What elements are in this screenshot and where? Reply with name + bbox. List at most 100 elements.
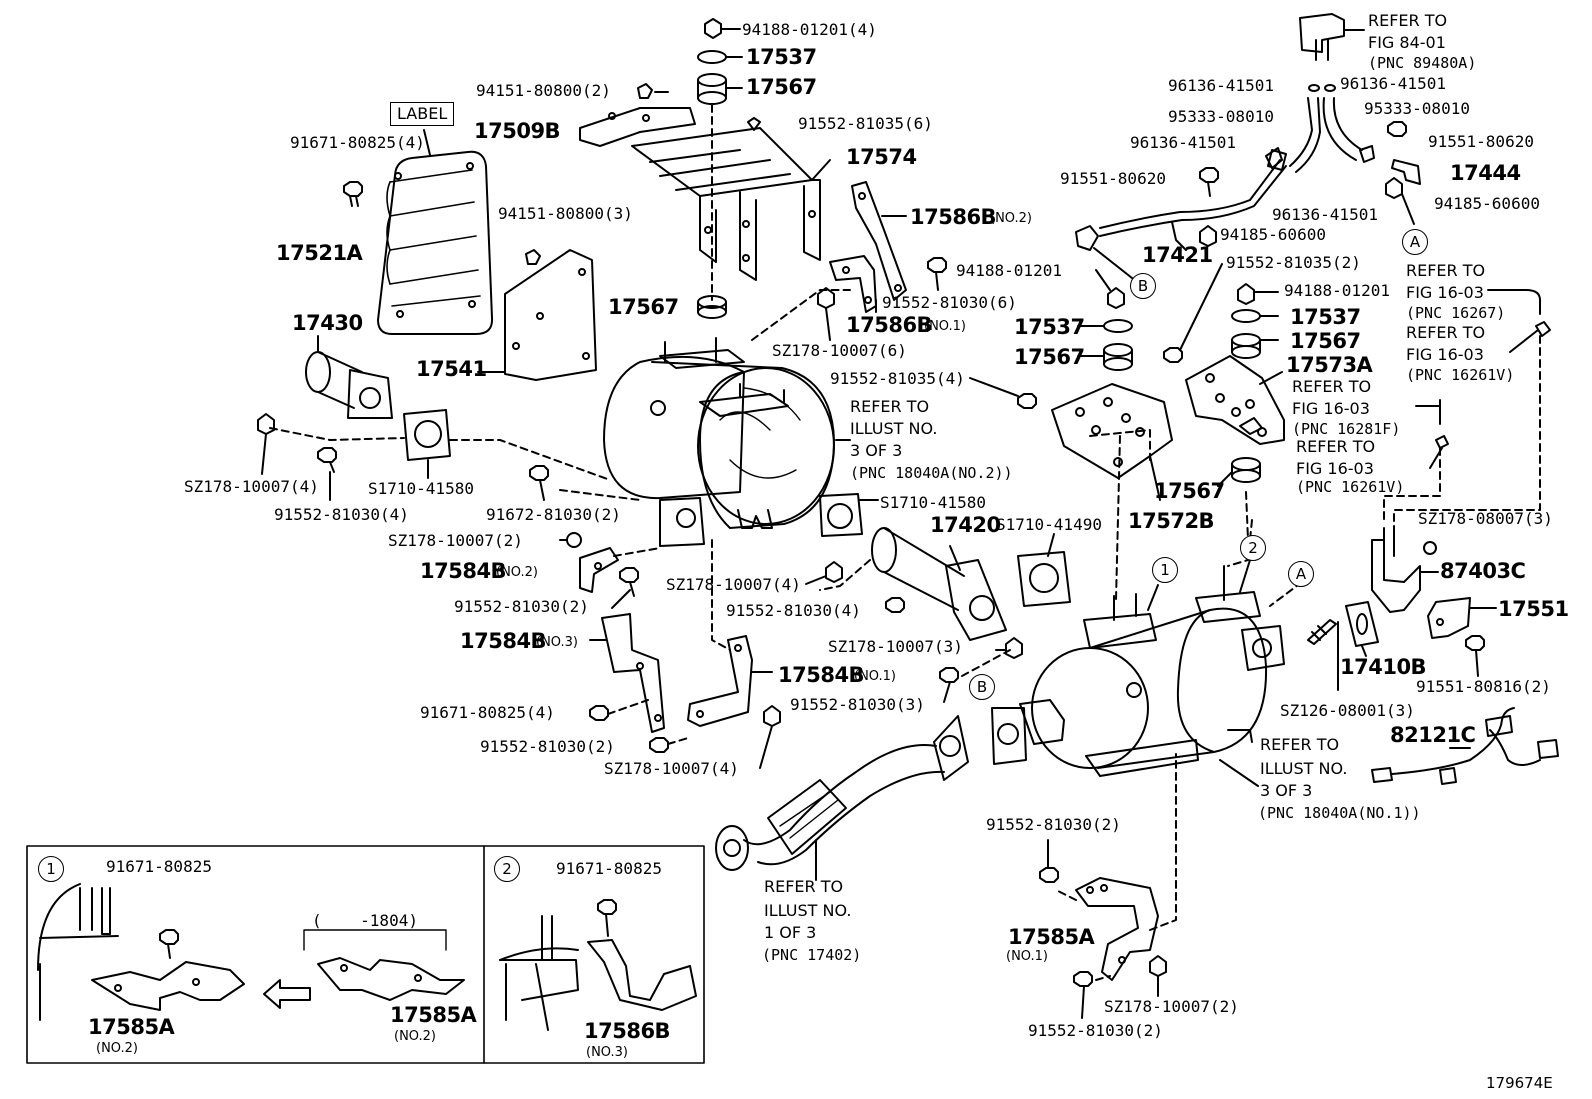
gasket-s1710-41490-drawing	[1017, 533, 1071, 607]
gasket-17410b-drawing	[1345, 601, 1379, 657]
part-96136-41501-a: 96136-41501	[1168, 76, 1274, 95]
part-91552-81030-2a: 91552-81030(2)	[454, 597, 589, 616]
inset-callout-1: 1	[38, 856, 64, 882]
inset1-17585a-left-note: (NO.2)	[96, 1041, 138, 1056]
ref-fig84-line2: FIG 84-01	[1368, 33, 1446, 52]
callout-circle-2: 2	[1240, 535, 1266, 561]
part-94185-60600-a: 94185-60600	[1220, 225, 1326, 244]
part-87403c: 87403C	[1440, 559, 1526, 583]
bracket-17509b-drawing	[579, 83, 696, 147]
part-sz178-10007-2: SZ178-10007(2)	[388, 531, 523, 550]
part-sz178-10007-2b: SZ178-10007(2)	[1104, 997, 1239, 1016]
part-17410b: 17410B	[1340, 655, 1427, 679]
bracket-89480a-drawing	[1299, 13, 1365, 61]
part-s1710-41580-left: S1710-41580	[368, 479, 474, 498]
part-17537-r: 17537	[1290, 305, 1361, 329]
washer-17537-mid-drawing	[1077, 319, 1133, 333]
part-17574: 17574	[846, 145, 917, 169]
part-17586b-no2: 17586B	[910, 205, 997, 229]
hose-95333-drawing	[1265, 84, 1375, 173]
gasket-s1710-left-drawing	[403, 409, 451, 479]
part-91552-81030-2d: 91552-81030(2)	[1028, 1021, 1163, 1040]
callout-circle-b-lower: B	[969, 674, 995, 700]
part-17584b-no1-note: (NO.1)	[854, 669, 896, 684]
part-17584b-no1: 17584B	[778, 663, 865, 687]
ref-illust-no2-line1: REFER TO	[850, 397, 930, 416]
nut-sz178-3-drawing	[995, 637, 1023, 659]
ref-fig16b-line1: REFER TO	[1406, 323, 1486, 342]
part-17573a: 17573A	[1286, 353, 1373, 377]
nut-94188-drawing	[704, 18, 741, 39]
part-17567-mid: 17567	[608, 295, 679, 319]
part-82121c: 82121C	[1390, 723, 1476, 747]
cushion-17567-top-drawing	[697, 73, 743, 105]
part-17551: 17551	[1498, 597, 1569, 621]
bolt-91552-81035-4-drawing	[969, 377, 1037, 409]
ref-fig84-line1: REFER TO	[1368, 11, 1448, 30]
wire-82121c-drawing	[1371, 707, 1559, 785]
pipe-refs-drawing	[1383, 289, 1551, 533]
part-s1710-41490: S1710-41490	[996, 515, 1102, 534]
part-94188-01201-r: 94188-01201	[1284, 281, 1390, 300]
inset2-17586b-note: (NO.3)	[586, 1045, 628, 1060]
inset1-part-91671-80825: 91671-80825	[106, 857, 212, 876]
ref-fig16d-line3: (PNC 16261V)	[1296, 478, 1405, 496]
bracket-17572b-drawing	[1051, 383, 1173, 501]
part-17584b-no2-note: (NO.2)	[496, 565, 538, 580]
inset1-range: ( -1804)	[312, 911, 418, 930]
part-17585a-no1-note: (NO.1)	[1006, 949, 1048, 964]
bolt-91552-81035-2-drawing	[1163, 263, 1223, 363]
catalyst-lower-drawing	[991, 565, 1285, 777]
bolt-91671-low-drawing	[589, 699, 649, 721]
cushion-17567-mid-drawing	[697, 295, 727, 319]
part-96136-41501-b: 96136-41501	[1340, 74, 1446, 93]
nut-94188-r-drawing	[1095, 269, 1125, 309]
bracket-17586b-no1-drawing	[829, 255, 877, 313]
inset1-17585a-left: 17585A	[88, 1015, 175, 1039]
ref-fig16c-line3: (PNC 16281F)	[1292, 420, 1401, 438]
part-s1710-41580-mid: S1710-41580	[880, 493, 986, 512]
catalyst-upper-drawing	[603, 337, 835, 547]
part-17572b: 17572B	[1128, 509, 1215, 533]
bracket-17573a-drawing	[1185, 355, 1285, 445]
inset1-drawing	[37, 883, 465, 1021]
part-17420: 17420	[930, 513, 1001, 537]
pipe-17444-drawing	[1385, 121, 1421, 225]
bolt-91671-drawing	[343, 181, 363, 207]
label-box: LABEL	[390, 102, 455, 126]
ref-illust-no1-line4: (PNC 18040A(NO.1))	[1258, 804, 1421, 822]
part-94185-60600-b: 94185-60600	[1434, 194, 1540, 213]
ref-fig16a-line3: (PNC 16267)	[1406, 304, 1506, 322]
nut-sz178-2-drawing	[559, 532, 582, 548]
ref-fig16d-line1: REFER TO	[1296, 437, 1376, 456]
part-17586b-no1: 17586B	[846, 313, 933, 337]
callout-circle-1: 1	[1152, 557, 1178, 583]
ref-illust-no2-line4: (PNC 18040A(NO.2))	[850, 464, 1013, 482]
bracket-17586b-no2-drawing	[851, 181, 907, 301]
part-91551-80620-b: 91551-80620	[1428, 132, 1534, 151]
part-91552-81035-4: 91552-81035(4)	[830, 369, 965, 388]
ref-fig16c-line2: FIG 16-03	[1292, 399, 1370, 418]
bracket-87403c-drawing	[1371, 527, 1439, 613]
part-17444: 17444	[1450, 161, 1521, 185]
frame-17574-drawing	[631, 117, 831, 281]
part-91552-81030-2b: 91552-81030(2)	[480, 737, 615, 756]
bolt-91552-81030-2a-drawing	[611, 567, 639, 609]
ref-fig16c-line1: REFER TO	[1292, 377, 1372, 396]
bracket-17584b-no2-drawing	[579, 547, 661, 593]
nut-94185-a-drawing	[1199, 225, 1217, 247]
ref-illust-13-line4: (PNC 17402)	[762, 946, 862, 964]
shield-17541-drawing	[477, 249, 597, 381]
bolt-91552-81030-2d-drawing	[1073, 971, 1111, 1019]
stud-sz126-drawing	[1307, 619, 1339, 691]
inset1-17585a-right: 17585A	[390, 1003, 477, 1027]
part-17541: 17541	[416, 357, 487, 381]
part-17567-top: 17567	[746, 75, 817, 99]
cushion-17567-r2-drawing	[1217, 457, 1261, 487]
bracket-17584b-no1-drawing	[687, 635, 773, 727]
part-17585a-no1: 17585A	[1008, 925, 1095, 949]
part-91552-81030-4-left: 91552-81030(4)	[274, 505, 409, 524]
part-sz178-10007-3: SZ178-10007(3)	[828, 637, 963, 656]
part-17537-mid: 17537	[1014, 315, 1085, 339]
part-17521a: 17521A	[276, 241, 363, 265]
